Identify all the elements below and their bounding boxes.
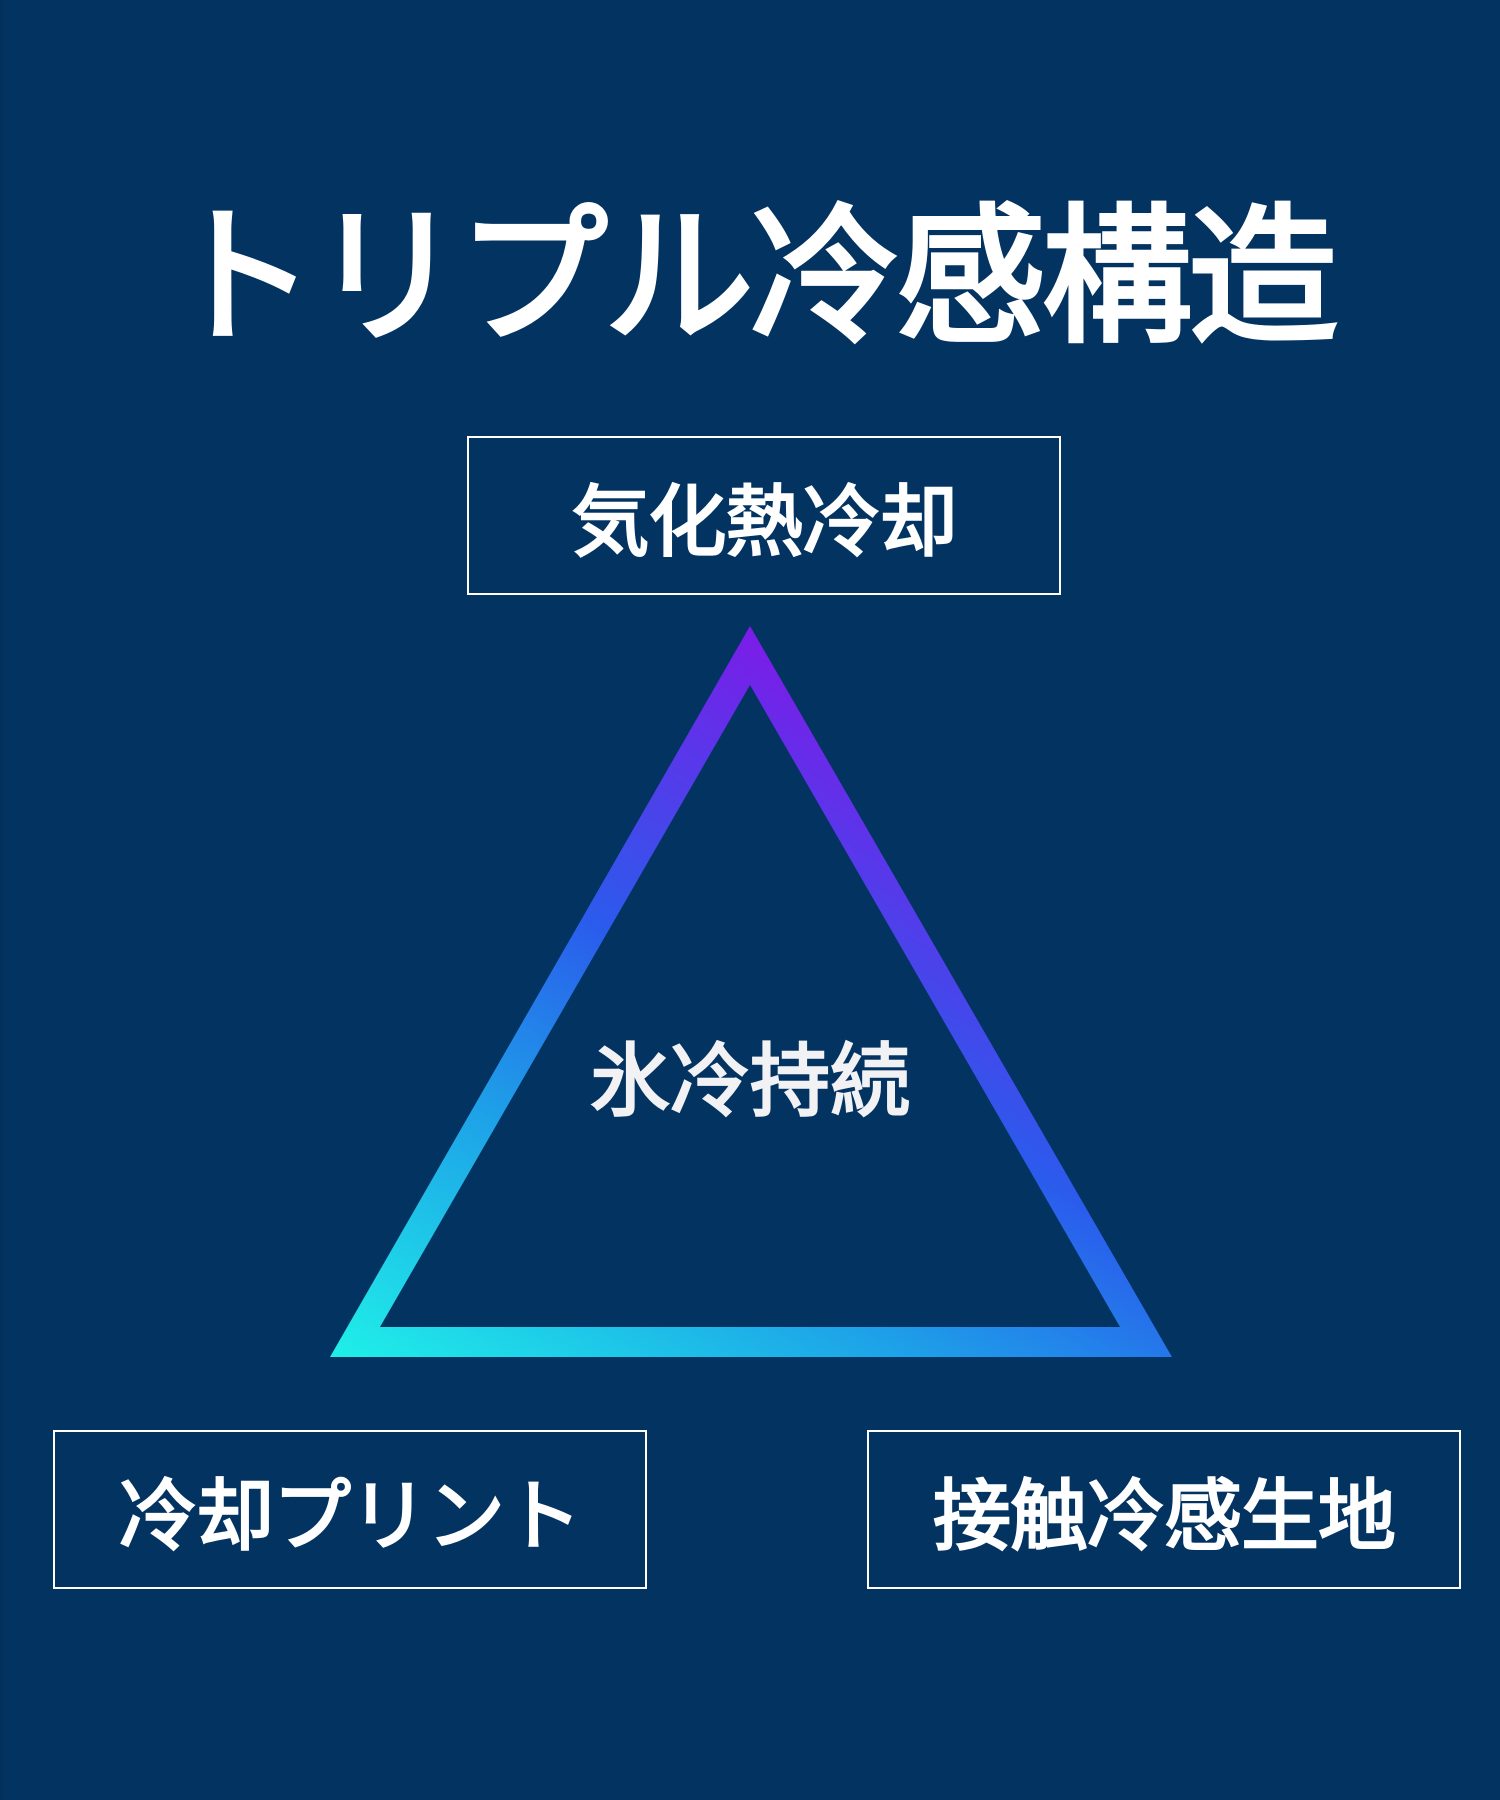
page-title: トリプル冷感構造 (165, 190, 1338, 365)
label-text-top: 気化熱冷却 (571, 477, 957, 568)
left-edge-strip (0, 0, 3, 1800)
center-label: 氷冷持続 (590, 1035, 910, 1128)
label-box-evaporative-cooling: 気化熱冷却 (467, 436, 1061, 595)
label-box-contact-cooling-fabric: 接触冷感生地 (867, 1430, 1461, 1589)
label-text-right: 接触冷感生地 (932, 1471, 1396, 1562)
label-text-left: 冷却プリント (118, 1471, 582, 1562)
triangle-outline (330, 626, 1172, 1357)
label-box-cooling-print: 冷却プリント (53, 1430, 647, 1589)
